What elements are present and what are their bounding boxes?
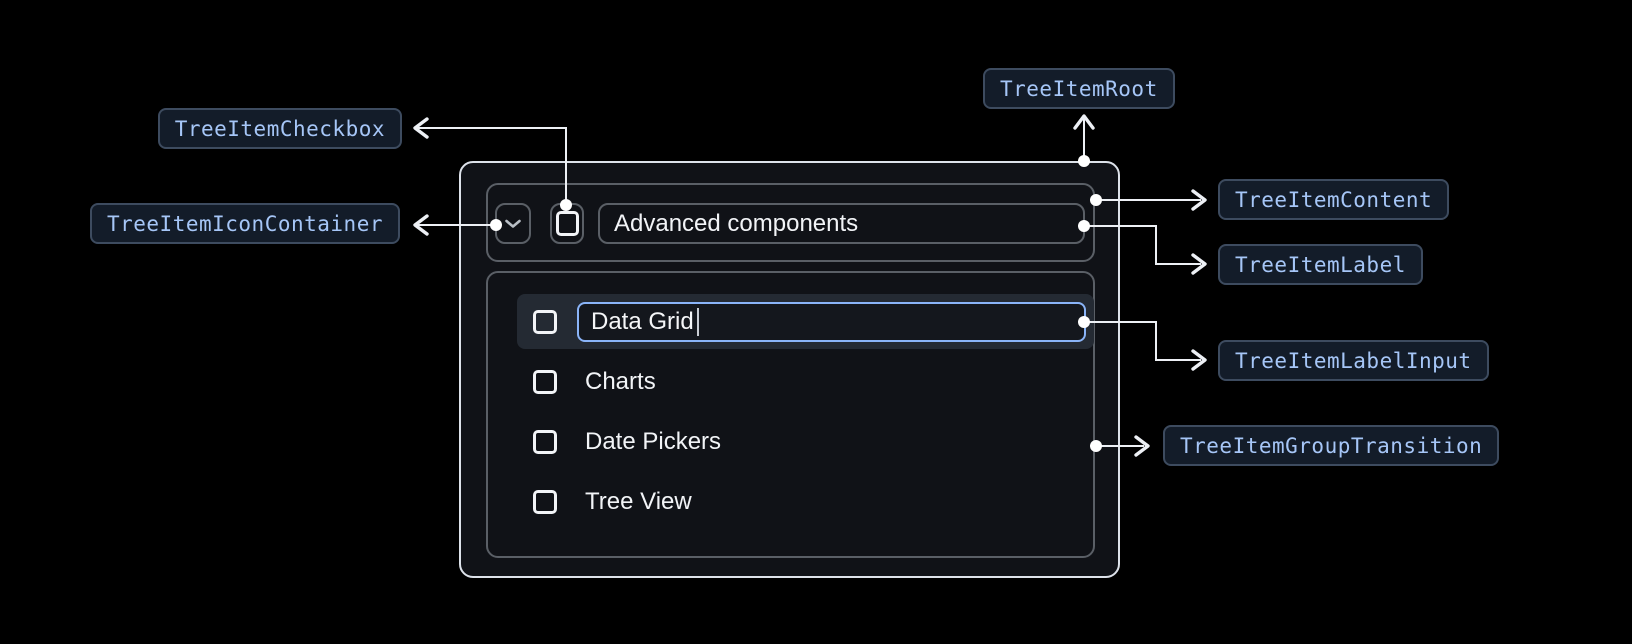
- tree-item-icon-container[interactable]: [495, 203, 531, 244]
- label-input-value: Data Grid: [591, 308, 694, 335]
- row-checkbox[interactable]: [533, 370, 557, 394]
- checkbox-icon: [555, 211, 579, 236]
- badge-tree-item-label: TreeItemLabel: [1218, 244, 1423, 285]
- tree-item-label-text: Advanced components: [614, 209, 859, 237]
- arrowhead-right: [1134, 435, 1150, 457]
- badge-label: TreeItemLabelInput: [1235, 348, 1472, 373]
- badge-label: TreeItemRoot: [1000, 76, 1158, 101]
- arrowhead-left: [413, 214, 429, 236]
- tree-row-label[interactable]: Date Pickers: [585, 428, 722, 455]
- row-checkbox[interactable]: [533, 430, 557, 454]
- arrowhead-right: [1191, 189, 1207, 211]
- tree-item-group-transition: [486, 271, 1095, 558]
- row-checkbox[interactable]: [533, 490, 557, 514]
- chevron-down-icon: [504, 219, 522, 229]
- badge-label: TreeItemCheckbox: [174, 116, 385, 141]
- tree-row-label[interactable]: Charts: [585, 368, 656, 395]
- badge-tree-item-group-transition: TreeItemGroupTransition: [1163, 425, 1500, 466]
- badge-label: TreeItemGroupTransition: [1180, 433, 1483, 458]
- arrowhead-right: [1191, 253, 1207, 275]
- text-cursor: [696, 308, 699, 336]
- badge-tree-item-label-input: TreeItemLabelInput: [1218, 340, 1489, 381]
- arrowhead-right: [1191, 349, 1207, 371]
- tree-item-label: Advanced components: [598, 203, 1085, 244]
- badge-tree-item-icon-container: TreeItemIconContainer: [89, 203, 400, 244]
- tree-item-label-input[interactable]: Data Grid: [577, 302, 1086, 342]
- badge-tree-item-checkbox: TreeItemCheckbox: [157, 108, 402, 149]
- badge-tree-item-content: TreeItemContent: [1218, 179, 1450, 220]
- row-checkbox[interactable]: [533, 310, 557, 334]
- badge-label: TreeItemContent: [1235, 187, 1433, 212]
- tree-item-checkbox[interactable]: [550, 203, 584, 244]
- badge-tree-item-root: TreeItemRoot: [983, 68, 1175, 109]
- tree-row-label[interactable]: Tree View: [585, 488, 692, 515]
- tree-item-content[interactable]: [486, 183, 1095, 262]
- badge-label: TreeItemLabel: [1235, 252, 1406, 277]
- badge-label: TreeItemIconContainer: [106, 211, 383, 236]
- tree-item-root: [459, 161, 1120, 578]
- arrowhead-left: [413, 117, 429, 139]
- arrowhead-up: [1073, 114, 1095, 130]
